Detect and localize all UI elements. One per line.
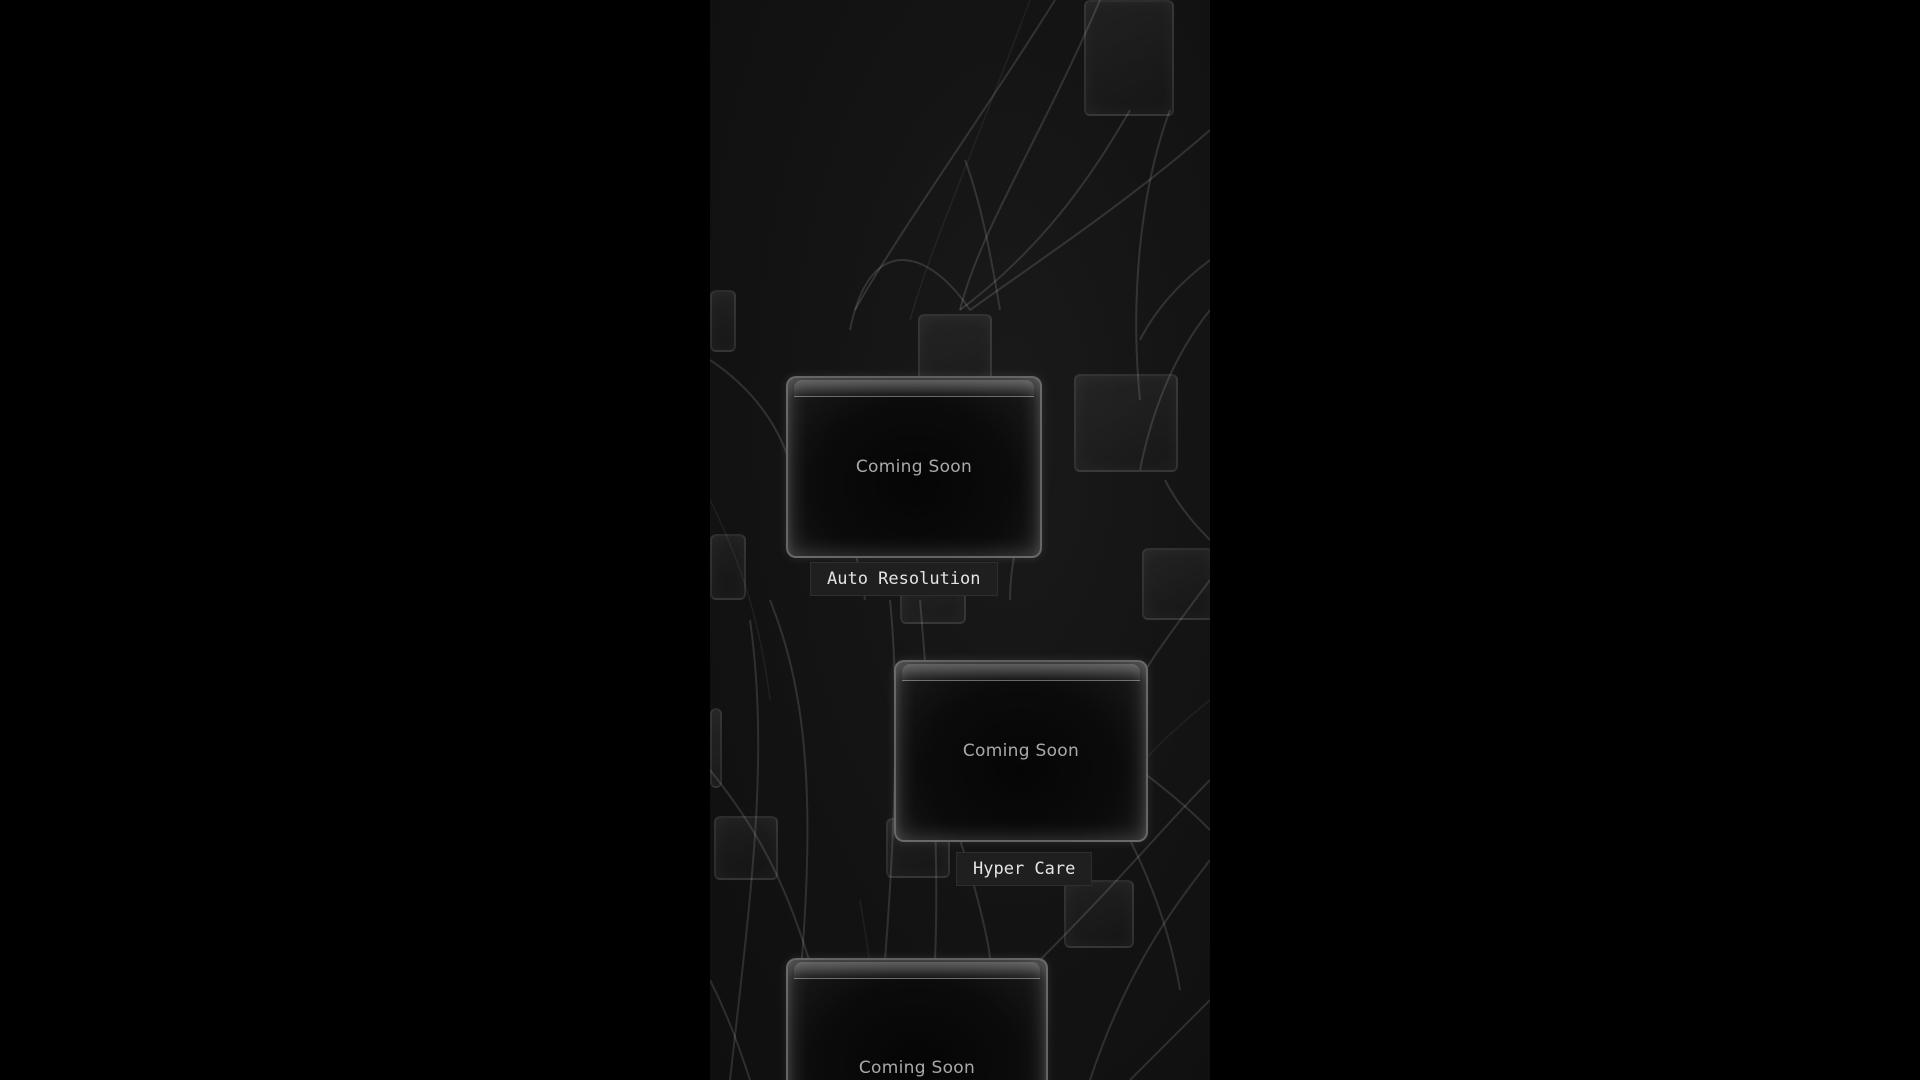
background-cube xyxy=(714,816,778,880)
background-cube xyxy=(710,290,736,352)
feature-card-2[interactable]: Coming Soon xyxy=(894,660,1148,842)
background-cube xyxy=(1064,880,1134,948)
card-status-text: Coming Soon xyxy=(858,1058,976,1078)
background-cube xyxy=(1084,0,1174,116)
card-status-text: Coming Soon xyxy=(855,457,973,477)
card-status-text: Coming Soon xyxy=(962,741,1080,761)
feature-label-auto-resolution[interactable]: Auto Resolution xyxy=(810,562,998,596)
feature-card-3[interactable]: Coming Soon xyxy=(786,958,1048,1080)
background-cube xyxy=(710,708,722,788)
background-cube xyxy=(710,534,746,600)
background-cube xyxy=(1074,374,1178,472)
feature-label-hyper-care[interactable]: Hyper Care xyxy=(956,852,1093,886)
background-cube xyxy=(1142,548,1210,620)
feature-card-1[interactable]: Coming Soon xyxy=(786,376,1042,558)
content-panel[interactable]: Coming Soon Auto Resolution Coming Soon … xyxy=(710,0,1210,1080)
background-cube xyxy=(918,314,992,388)
